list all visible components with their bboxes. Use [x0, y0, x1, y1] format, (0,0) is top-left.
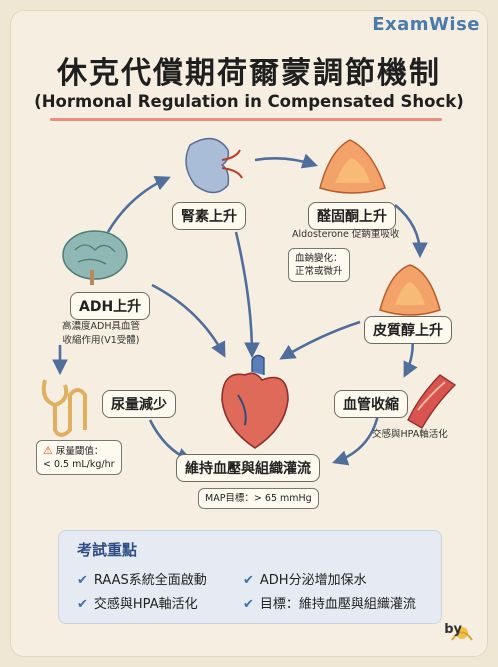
vasoconstriction-label: 血管收縮: [334, 390, 408, 418]
check-icon: ✔: [243, 573, 254, 588]
adrenal-gland-icon-top: [319, 139, 386, 194]
aldosterone-label: 醛固酮上升: [308, 202, 396, 230]
check-icon: ✔: [243, 597, 254, 612]
title-underline: [50, 118, 442, 121]
blood-vessel-icon: [407, 374, 457, 429]
aldosterone-note: Aldosterone 促鈉重吸收: [292, 229, 400, 240]
vasoconstriction-note: 交感與HPA軸活化: [372, 429, 448, 440]
urine-threshold-text: 尿量閾值： < 0.5 mL/kg/hr: [43, 446, 115, 470]
kidney-icon: [185, 137, 243, 194]
heart-icon: [221, 354, 289, 449]
flow-arrows: [52, 153, 428, 466]
key-points-title: 考試重點: [77, 541, 138, 559]
page-title: 休克代償期荷爾蒙調節機制: [57, 56, 441, 91]
adh-note: 高濃度ADH具血管 收縮作用(V1受體): [62, 321, 140, 346]
key-point-item: ✔ADH分泌增加保水: [243, 573, 367, 588]
byline: by: [444, 622, 462, 637]
map-target-box: MAP目標：> 65 mmHg: [198, 488, 319, 509]
nephron-icon: [41, 379, 87, 437]
key-point-item: ✔交感與HPA軸活化: [77, 597, 198, 612]
key-points-panel: 考試重點 ✔RAAS系統全面啟動 ✔ADH分泌增加保水 ✔交感與HPA軸活化 ✔…: [58, 530, 442, 624]
cortisol-label: 皮質醇上升: [364, 316, 452, 344]
check-icon: ✔: [77, 573, 88, 588]
sodium-change-box: 血鈉變化： 正常或微升: [288, 248, 350, 282]
urine-threshold-box: ⚠尿量閾值： < 0.5 mL/kg/hr: [36, 440, 122, 475]
brand-logo: ExamWise: [372, 14, 480, 35]
warning-icon: ⚠: [43, 444, 53, 457]
renin-label: 腎素上升: [172, 202, 246, 230]
key-point-item: ✔目標：維持血壓與組織灌流: [243, 597, 416, 612]
perfusion-label: 維持血壓與組織灌流: [176, 454, 320, 482]
sun-logo-icon: [451, 627, 473, 641]
page-subtitle: (Hormonal Regulation in Compensated Shoc…: [34, 92, 464, 111]
brain-icon: [62, 230, 128, 285]
check-icon: ✔: [77, 597, 88, 612]
adrenal-gland-icon-mid: [379, 264, 441, 316]
adh-label: ADH上升: [70, 292, 151, 320]
urine-label: 尿量減少: [102, 390, 176, 418]
key-point-item: ✔RAAS系統全面啟動: [77, 573, 207, 588]
